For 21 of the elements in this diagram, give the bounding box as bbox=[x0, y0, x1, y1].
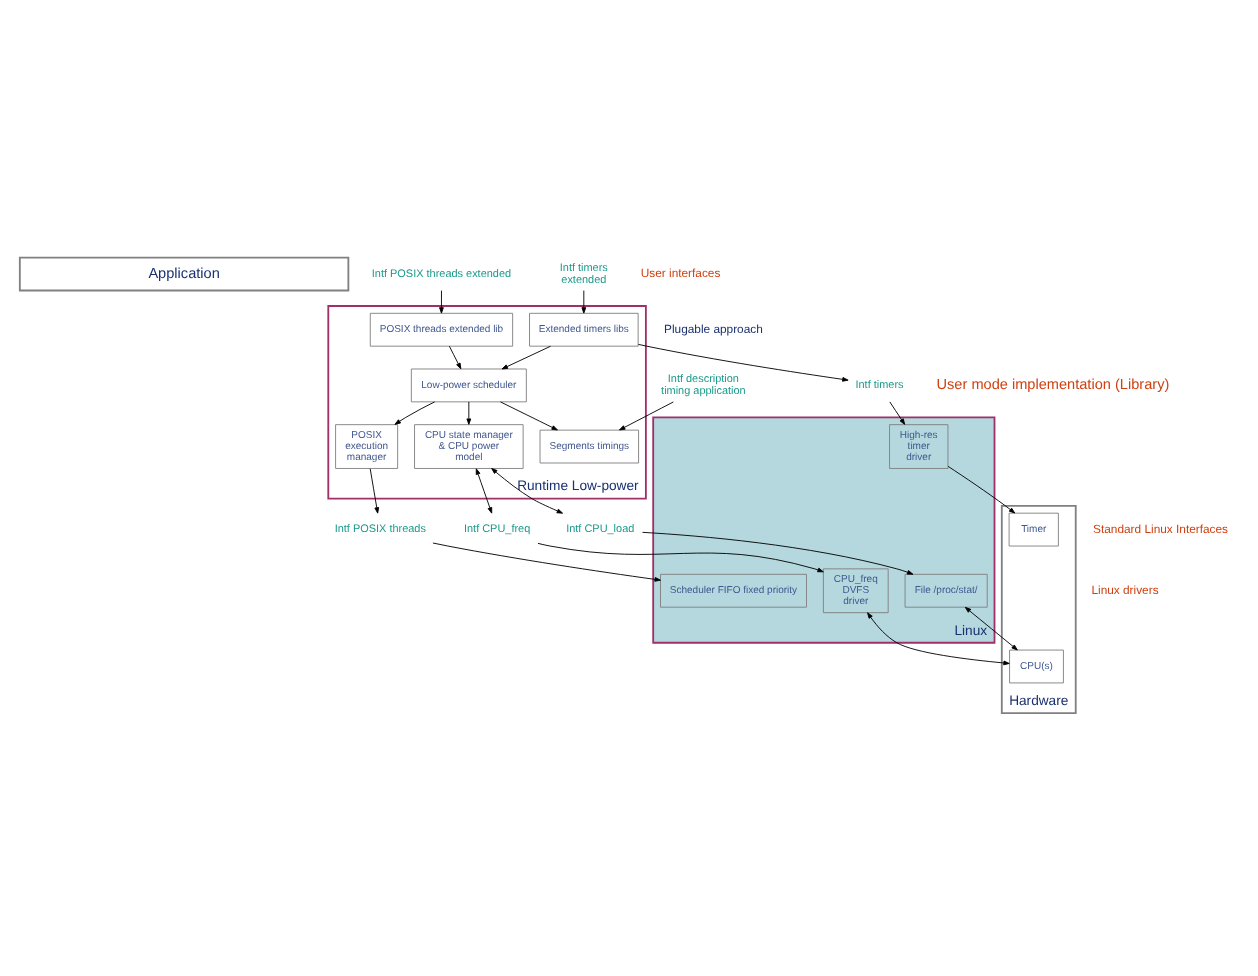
arrow bbox=[964, 605, 1018, 650]
arrow bbox=[394, 400, 436, 424]
arrow bbox=[466, 400, 472, 424]
arrow bbox=[491, 467, 564, 513]
arrow bbox=[642, 530, 914, 574]
label: User mode implementation (Library) bbox=[936, 373, 1170, 392]
arrow bbox=[619, 400, 674, 430]
arrow bbox=[867, 611, 1010, 665]
arrow bbox=[432, 541, 661, 581]
arrow bbox=[439, 289, 444, 313]
arrow bbox=[369, 467, 380, 513]
arrow bbox=[448, 344, 462, 369]
node-box: Application bbox=[18, 255, 350, 291]
arrow bbox=[889, 400, 906, 424]
arrow bbox=[947, 464, 1016, 513]
arrow bbox=[501, 344, 552, 369]
arrow bbox=[537, 541, 824, 572]
arrow bbox=[637, 342, 849, 381]
arrow bbox=[581, 289, 587, 313]
arrow bbox=[500, 400, 558, 430]
arrow bbox=[475, 467, 493, 513]
